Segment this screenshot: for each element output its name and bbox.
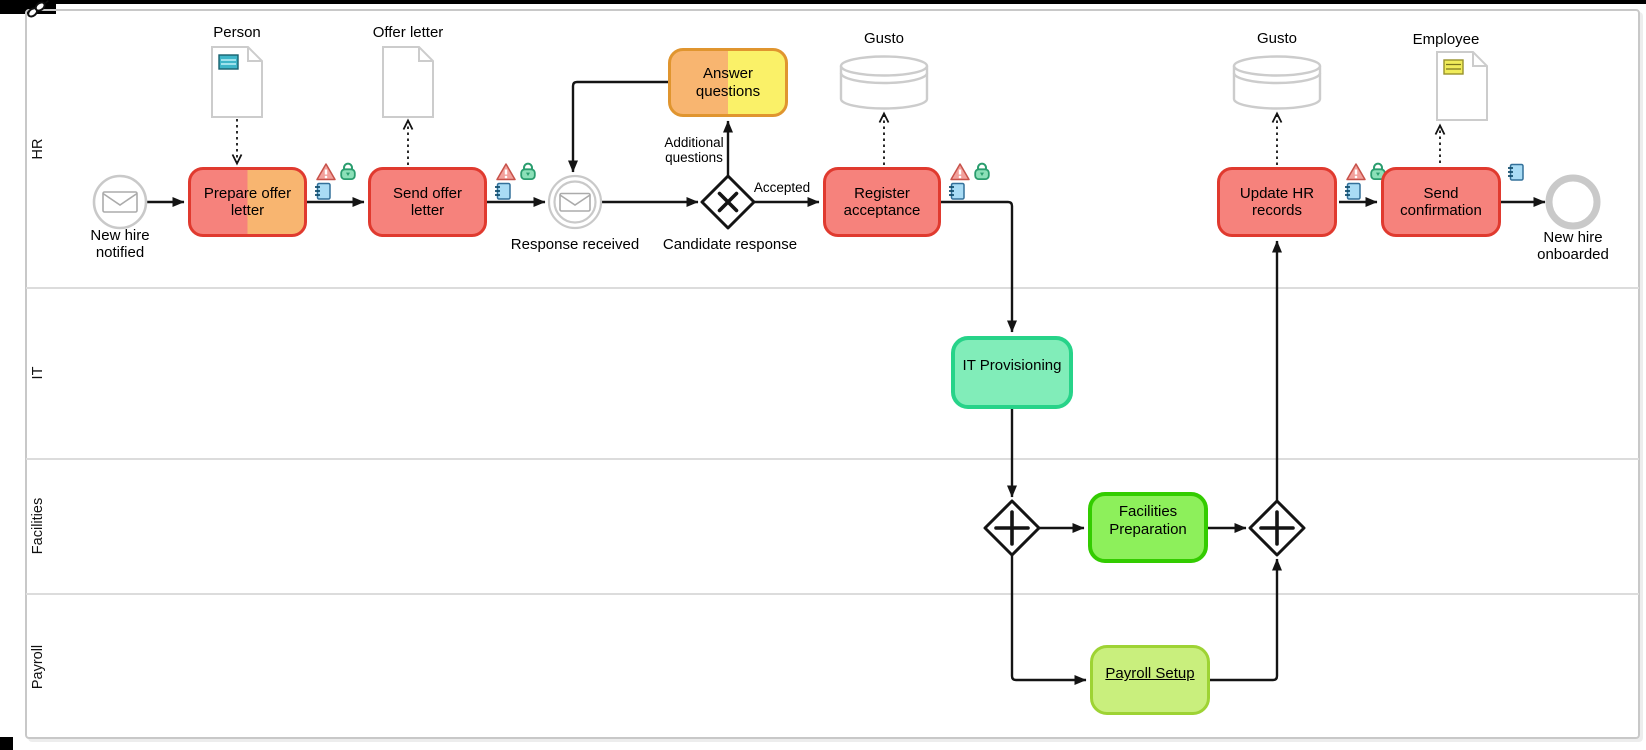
data-store-label-gusto-2: Gusto [1256, 30, 1298, 47]
lane-label-hr: HR [30, 138, 46, 160]
lane-divider-facilities-payroll [26, 593, 1639, 595]
data-object-label-offer-letter: Offer letter [372, 24, 444, 41]
data-object-label-person: Person [213, 24, 261, 41]
task-label: Prepare offer letter [203, 184, 292, 219]
lane-label-it: IT [30, 366, 46, 380]
subprocess-it-provisioning[interactable]: IT Provisioning [951, 336, 1073, 409]
lane-divider-it-facilities [26, 458, 1639, 460]
subprocess-facilities-preparation[interactable]: Facilities Preparation [1088, 492, 1208, 563]
data-store-label-gusto-1: Gusto [863, 30, 905, 47]
subprocess-payroll-setup[interactable]: Payroll Setup [1090, 645, 1210, 715]
window-bottom-left-mark [0, 737, 13, 750]
task-update-hr-records[interactable]: Update HR records [1217, 167, 1337, 237]
task-label: Send confirmation [1400, 184, 1482, 219]
window-top-border [0, 0, 1646, 4]
gateway-label-candidate-response: Candidate response [662, 236, 798, 253]
event-label-new-hire-notified: New hire notified [90, 227, 150, 262]
task-prepare-offer-letter[interactable]: Prepare offer letter [188, 167, 307, 237]
task-label: Facilities Preparation [1109, 503, 1187, 538]
flow-label-additional-questions: Additional questions [664, 135, 724, 165]
data-object-label-employee: Employee [1412, 31, 1480, 48]
lane-label-facilities: Facilities [30, 497, 46, 555]
task-label: IT Provisioning [962, 356, 1062, 374]
lane-divider-hr-it [26, 287, 1639, 289]
task-label: Send offer letter [393, 184, 462, 219]
task-label: Register acceptance [843, 184, 921, 219]
event-label-response-received: Response received [510, 236, 640, 253]
task-answer-questions[interactable]: Answer questions [668, 48, 788, 117]
process-pool[interactable] [25, 9, 1640, 739]
task-label: Answer questions [695, 65, 761, 100]
event-label-new-hire-onboarded: New hire onboarded [1537, 229, 1609, 264]
task-send-confirmation[interactable]: Send confirmation [1381, 167, 1501, 237]
task-label: Payroll Setup [1105, 665, 1195, 683]
flow-label-accepted: Accepted [753, 180, 811, 195]
task-label: Update HR records [1239, 184, 1315, 219]
lane-label-payroll: Payroll [30, 644, 46, 690]
task-register-acceptance[interactable]: Register acceptance [823, 167, 941, 237]
task-send-offer-letter[interactable]: Send offer letter [368, 167, 487, 237]
